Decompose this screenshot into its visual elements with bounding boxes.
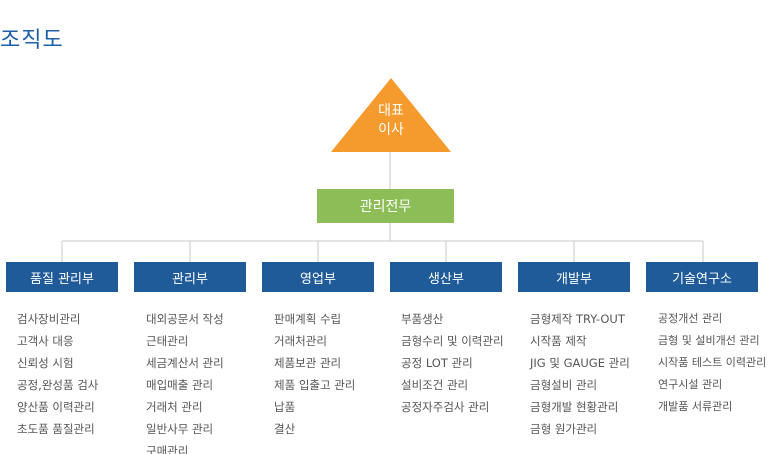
duty-item: 금형설비 관리 <box>530 378 598 392</box>
ceo-label-line2: 이사 <box>378 122 404 138</box>
duties-production: 부품생산 금형수리 및 이력관리 공정 LOT 관리 설비조건 관리 공정자주검… <box>401 308 504 418</box>
duty-item: 결산 <box>274 422 296 436</box>
duty-item: JIG 및 GAUGE 관리 <box>530 356 630 370</box>
duty-item: 공정 LOT 관리 <box>401 356 473 370</box>
duty-item: 개발품 서류관리 <box>658 400 733 413</box>
dept-research: 기술연구소 <box>646 262 758 292</box>
dept-development: 개발부 <box>518 262 630 292</box>
duty-item: 세금계산서 관리 <box>146 356 224 370</box>
duty-item: 양산품 이력관리 <box>17 400 95 414</box>
duty-item: 연구시설 관리 <box>658 378 723 391</box>
duty-item: 거래처관리 <box>274 334 327 348</box>
duty-item: 매입매출 관리 <box>146 378 214 392</box>
duty-item: 고객사 대응 <box>17 334 74 348</box>
dept-quality: 품질 관리부 <box>6 262 118 292</box>
dept-production: 생산부 <box>390 262 502 292</box>
duty-item: 금형개발 현황관리 <box>530 400 619 414</box>
duty-item: 거래처 관리 <box>146 400 203 414</box>
duty-item: 금형수리 및 이력관리 <box>401 334 504 348</box>
duty-item: 시작품 테스트 이력관리 <box>658 356 767 369</box>
duties-development: 금형제작 TRY-OUT 시작품 제작 JIG 및 GAUGE 관리 금형설비 … <box>530 308 630 440</box>
dept-sales: 영업부 <box>262 262 374 292</box>
duty-item: 제품보관 관리 <box>274 356 342 370</box>
duty-item: 구매관리 <box>146 444 189 454</box>
dept-admin: 관리부 <box>134 262 246 292</box>
duty-item: 부품생산 <box>401 312 444 326</box>
duty-item: 검사장비관리 <box>17 312 81 326</box>
duties-quality: 검사장비관리 고객사 대응 신뢰성 시험 공정,완성품 검사 양산품 이력관리 … <box>17 308 98 440</box>
duty-item: 판매계획 수립 <box>274 312 342 326</box>
duty-item: 신뢰성 시험 <box>17 356 74 370</box>
duty-item: 시작품 제작 <box>530 334 587 348</box>
duty-item: 설비조건 관리 <box>401 378 469 392</box>
duty-item: 공정자주검사 관리 <box>401 400 490 414</box>
duty-item: 초도품 품질관리 <box>17 422 95 436</box>
duties-research: 공정개선 관리 금형 및 설비개선 관리 시작품 테스트 이력관리 연구시설 관… <box>658 308 766 418</box>
page-title: 조직도 <box>0 28 64 53</box>
duty-item: 제품 입출고 관리 <box>274 378 356 392</box>
executive-box: 관리전무 <box>317 189 454 223</box>
duty-item: 대외공문서 작성 <box>146 312 224 326</box>
duties-sales: 판매계획 수립 거래처관리 제품보관 관리 제품 입출고 관리 납품 결산 <box>274 308 355 440</box>
duty-item: 납품 <box>274 400 296 414</box>
duties-admin: 대외공문서 작성 근태관리 세금계산서 관리 매입매출 관리 거래처 관리 일반… <box>146 308 224 454</box>
duty-item: 일반사무 관리 <box>146 422 214 436</box>
ceo-label-line1: 대표 <box>378 103 404 119</box>
ceo-label: 대표 이사 <box>331 102 451 140</box>
ceo-triangle <box>331 78 451 152</box>
duty-item: 근태관리 <box>146 334 189 348</box>
duty-item: 금형 및 설비개선 관리 <box>658 334 760 347</box>
duty-item: 금형 원가관리 <box>530 422 598 436</box>
duty-item: 공정개선 관리 <box>658 312 723 325</box>
duty-item: 금형제작 TRY-OUT <box>530 312 625 326</box>
duty-item: 공정,완성품 검사 <box>17 378 99 392</box>
